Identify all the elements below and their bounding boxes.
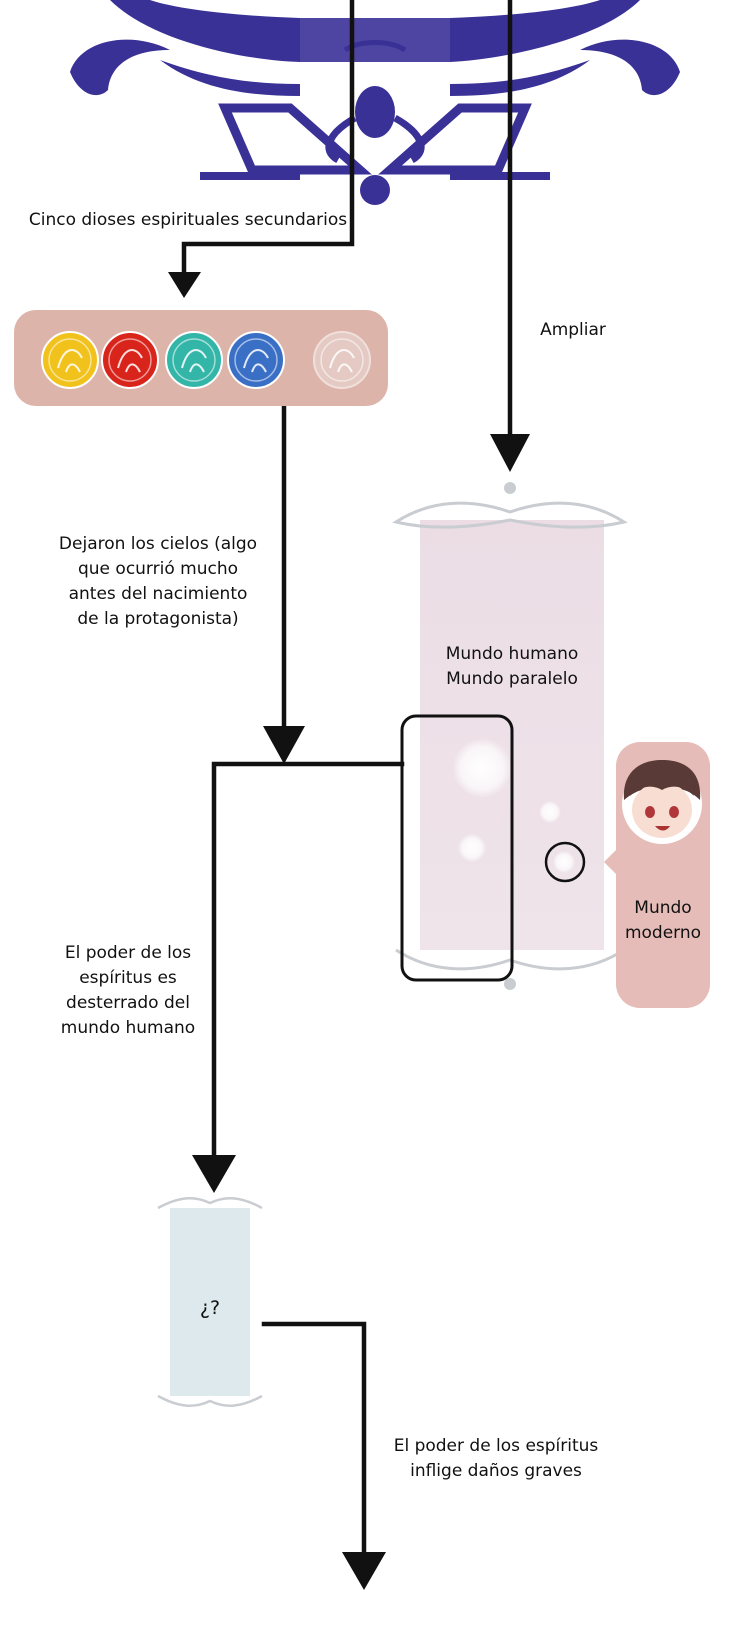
arrowhead-gods <box>168 272 201 298</box>
light-orb-tiny <box>539 801 561 823</box>
arrowhead-banished <box>192 1155 236 1193</box>
label-power-banished: El poder de los espíritus es desterrado … <box>60 943 196 1038</box>
connector-junction <box>211 761 405 1161</box>
arrowhead-left-heavens <box>263 726 305 764</box>
connector-damage <box>261 1321 367 1563</box>
protagonist-avatar <box>622 760 702 844</box>
light-orb-large <box>452 738 512 798</box>
label-secondary-gods: Cinco dioses espirituales secundarios <box>28 210 348 230</box>
label-power-damage: El poder de los espíritus inflige daños … <box>393 1436 599 1481</box>
connector-gods <box>181 0 355 275</box>
spirit-orbs <box>41 331 371 389</box>
label-modern-world: Mundo moderno <box>624 898 702 943</box>
label-left-heavens: Dejaron los cielos (algo que ocurrió muc… <box>58 534 258 629</box>
teal-spirit-orb <box>165 331 223 389</box>
faded-spirit-orb <box>313 331 371 389</box>
human-world-scroll <box>392 482 628 990</box>
unknown-world-scroll <box>157 1197 263 1407</box>
label-human-world: Mundo humano Mundo paralelo <box>445 644 579 689</box>
human-world-highlight-box <box>400 714 514 982</box>
modern-world-panel <box>604 742 710 1008</box>
modern-world-portal-circle <box>544 841 586 883</box>
arrowhead-expand <box>490 434 530 472</box>
light-orb-small <box>458 834 486 862</box>
divine-emblem <box>70 0 680 205</box>
arrowhead-damage <box>342 1552 386 1590</box>
red-spirit-orb <box>101 331 159 389</box>
label-expand: Ampliar <box>540 320 606 340</box>
light-orb-focus <box>553 851 575 873</box>
blue-spirit-orb <box>227 331 285 389</box>
yellow-spirit-orb <box>41 331 99 389</box>
label-unknown-world: ¿? <box>199 1297 221 1319</box>
